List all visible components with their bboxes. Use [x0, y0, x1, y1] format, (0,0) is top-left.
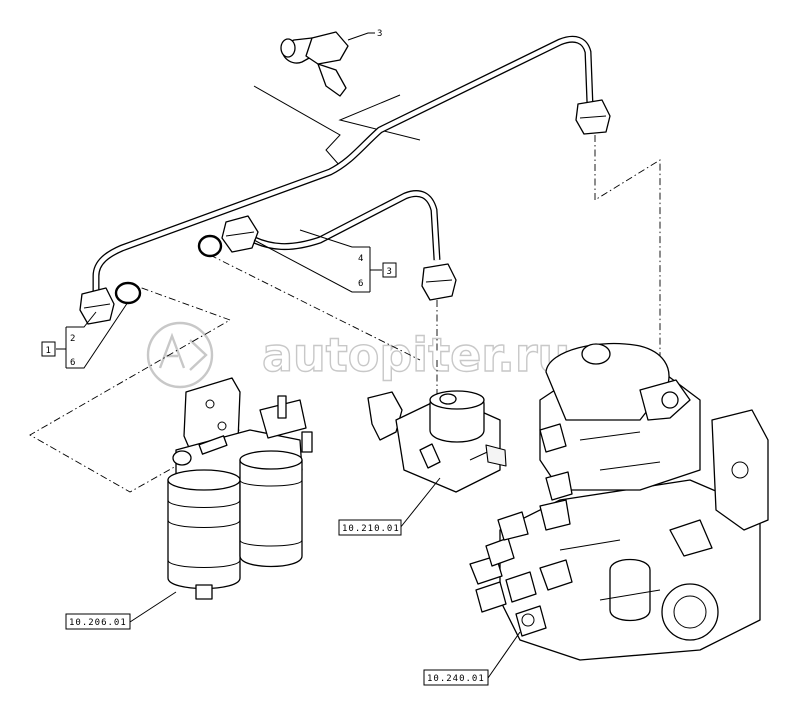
callout-box-1 — [41, 341, 56, 357]
ref-filter: 10.206.01 — [69, 618, 127, 628]
watermark: autopiter.ru — [146, 321, 571, 389]
junction-leaders — [253, 85, 421, 167]
ref-box-filter: 10.206.01 — [65, 613, 131, 630]
callout-3: 3 — [377, 29, 382, 39]
callout-4: 4 — [358, 254, 363, 264]
pipe-fitting-mid — [221, 215, 259, 253]
callout-group-right: 4 6 3 — [253, 229, 397, 293]
ref-box-injection-pump: 10.240.01 — [423, 669, 489, 686]
ref-injection-pump: 10.240.01 — [427, 674, 485, 684]
leader-pump-ref — [399, 477, 441, 529]
leader-injection-ref — [487, 631, 521, 679]
top-connector-part — [280, 31, 375, 97]
leader-filter-ref — [129, 591, 177, 623]
watermark-text: autopiter.ru — [262, 328, 570, 382]
pipe-fitting-left — [79, 287, 115, 325]
callout-group-left: 2 6 1 — [41, 301, 129, 369]
callout-6-left: 6 — [70, 358, 75, 368]
pipe-fitting-pump — [421, 263, 457, 301]
watermark-logo-icon — [158, 332, 208, 371]
fuel-filter-assembly — [167, 377, 313, 600]
lift-pump-assembly — [367, 390, 507, 493]
injection-pump-assembly — [469, 342, 769, 661]
o-ring-mid — [197, 234, 223, 258]
main-fuel-pipe — [92, 35, 594, 300]
o-ring-left — [114, 281, 142, 305]
ref-box-lift-pump: 10.210.01 — [338, 519, 402, 536]
callout-3-box: 3 — [387, 267, 392, 277]
secondary-fuel-pipe — [248, 190, 441, 261]
watermark-logo-ring — [146, 321, 214, 389]
ref-lift-pump: 10.210.01 — [342, 524, 400, 534]
callout-2: 2 — [70, 334, 75, 344]
callout-6-right: 6 — [358, 279, 363, 289]
assembly-dash-lines — [29, 135, 661, 493]
callout-group-top: 3 — [377, 29, 382, 39]
callout-box-3 — [382, 262, 397, 278]
pipe-fitting-right-top — [575, 99, 611, 135]
callout-1: 1 — [46, 346, 51, 356]
